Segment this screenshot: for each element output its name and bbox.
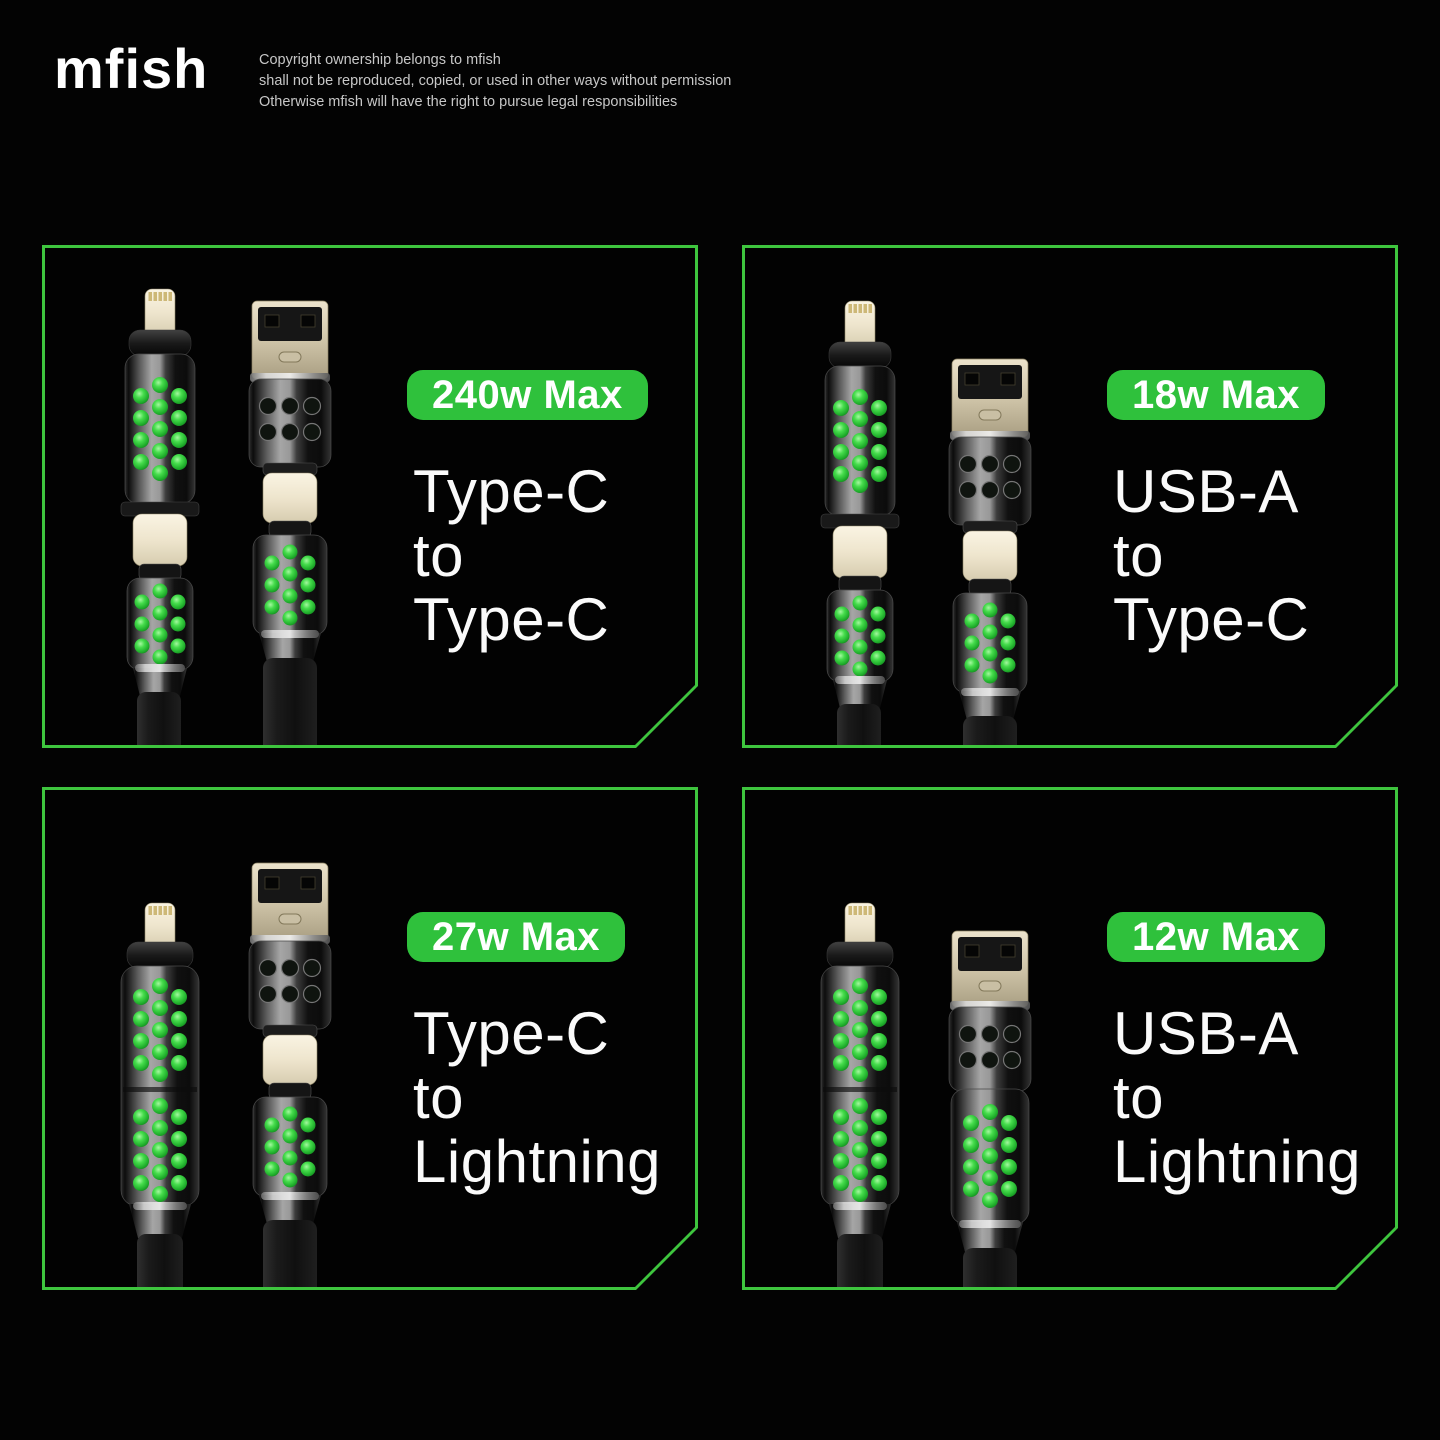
cable-pair-illustration [67, 264, 397, 748]
heading-line: Type-C [413, 1000, 610, 1067]
copyright-line-2: shall not be reproduced, copied, or used… [259, 73, 732, 89]
heading-line: Lightning [413, 1128, 662, 1195]
lightning-connector-icon [121, 289, 199, 748]
heading-line: USB-A [1113, 458, 1299, 525]
connection-type-label: USB-A to Type-C [1113, 460, 1309, 652]
usb-a-connector-icon [949, 359, 1031, 748]
copyright-line-3: Otherwise mfish will have the right to p… [259, 94, 678, 110]
usb-a-connector-icon [249, 301, 331, 748]
panel-surface: 12w Max USB-A to Lightning [745, 790, 1395, 1287]
heading-line: to [1113, 522, 1165, 589]
heading-line: to [413, 522, 465, 589]
heading-line: to [1113, 1064, 1165, 1131]
usb-a-connector-icon [949, 931, 1031, 1290]
panel-surface: 240w Max Type-C to Type-C [45, 248, 695, 745]
heading-line: Type-C [1113, 586, 1310, 653]
panel-surface: 18w Max USB-A to Type-C [745, 248, 1395, 745]
heading-line: Type-C [413, 586, 610, 653]
cable-pair-illustration [767, 806, 1097, 1290]
heading-line: Lightning [1113, 1128, 1362, 1195]
connection-type-label: Type-C to Type-C [413, 460, 609, 652]
lightning-connector-icon [821, 301, 899, 748]
cable-pair-illustration [67, 806, 397, 1290]
lightning-connector-icon [821, 903, 899, 1290]
connection-type-label: USB-A to Lightning [1113, 1002, 1361, 1194]
heading-line: to [413, 1064, 465, 1131]
copyright-notice: Copyright ownership belongs to mfish sha… [259, 50, 731, 113]
heading-line: USB-A [1113, 1000, 1299, 1067]
brand-logo: mfish [54, 37, 209, 100]
panel-usb-a-to-lightning: 12w Max USB-A to Lightning [742, 787, 1398, 1290]
panel-surface: 27w Max Type-C to Lightning [45, 790, 695, 1287]
panel-usb-a-to-type-c: 18w Max USB-A to Type-C [742, 245, 1398, 748]
power-badge: 240w Max [407, 370, 648, 420]
power-badge: 12w Max [1107, 912, 1325, 962]
cable-pair-illustration [767, 264, 1097, 748]
lightning-connector-icon [121, 903, 199, 1290]
panel-type-c-to-lightning: 27w Max Type-C to Lightning [42, 787, 698, 1290]
connection-type-label: Type-C to Lightning [413, 1002, 661, 1194]
usb-a-connector-icon [249, 863, 331, 1290]
heading-line: Type-C [413, 458, 610, 525]
panel-type-c-to-type-c: 240w Max Type-C to Type-C [42, 245, 698, 748]
power-badge: 18w Max [1107, 370, 1325, 420]
copyright-line-1: Copyright ownership belongs to mfish [259, 52, 501, 68]
power-badge: 27w Max [407, 912, 625, 962]
